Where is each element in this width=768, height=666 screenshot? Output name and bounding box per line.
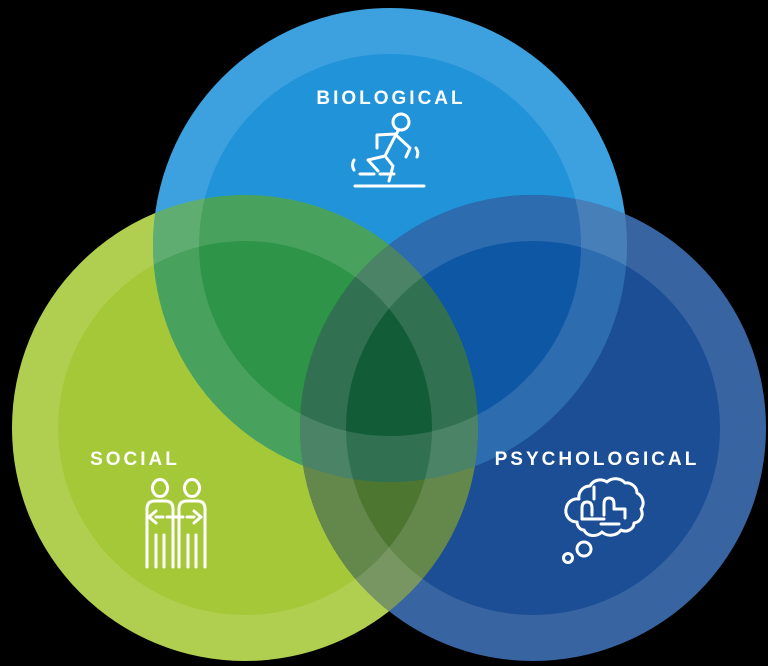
people-exchange-icon (145, 478, 207, 569)
rim-biological (153, 8, 627, 482)
rim-social (12, 195, 478, 661)
runner-icon (351, 112, 426, 188)
label-biological: BIOLOGICAL (316, 88, 465, 109)
rim-psychological (300, 195, 766, 661)
label-psychological: PSYCHOLOGICAL (495, 449, 700, 470)
overlap-center (300, 195, 478, 482)
brain-icon (562, 477, 645, 564)
label-social: SOCIAL (90, 449, 180, 470)
